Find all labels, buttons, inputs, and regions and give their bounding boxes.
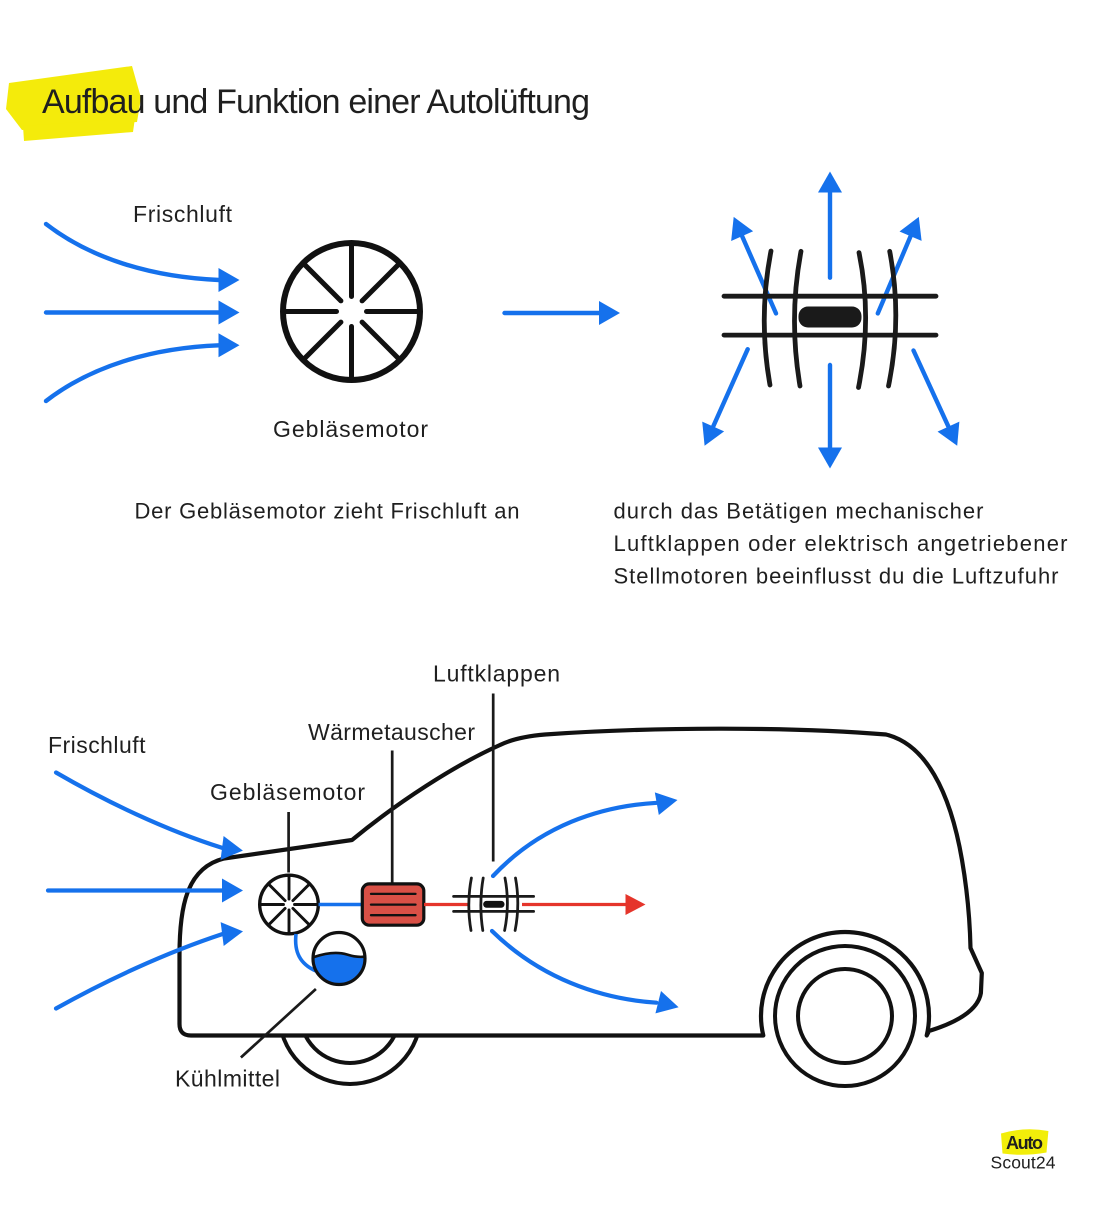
svg-text:Auto: Auto xyxy=(1006,1133,1043,1153)
svg-text:Kühlmittel: Kühlmittel xyxy=(175,1066,280,1092)
svg-text:Gebläsemotor: Gebläsemotor xyxy=(273,416,428,442)
svg-text:Luftklappen oder elektrisch an: Luftklappen oder elektrisch angetriebene… xyxy=(614,531,1068,556)
svg-text:Aufbau und Funktion einer Auto: Aufbau und Funktion einer Autolüftung xyxy=(42,83,590,121)
svg-text:Luftklappen: Luftklappen xyxy=(433,661,560,687)
svg-text:Der Gebläsemotor zieht Frischl: Der Gebläsemotor zieht Frischluft an xyxy=(135,499,520,524)
svg-text:Frischluft: Frischluft xyxy=(48,732,146,758)
svg-text:Wärmetauscher: Wärmetauscher xyxy=(308,719,475,745)
svg-text:Scout24: Scout24 xyxy=(991,1153,1056,1173)
svg-text:Gebläsemotor: Gebläsemotor xyxy=(210,779,365,805)
svg-text:Stellmotoren beeinflusst du di: Stellmotoren beeinflusst du die Luftzufu… xyxy=(614,563,1059,588)
svg-text:Frischluft: Frischluft xyxy=(133,201,233,227)
svg-text:durch das Betätigen mechanisch: durch das Betätigen mechanischer xyxy=(614,499,984,524)
